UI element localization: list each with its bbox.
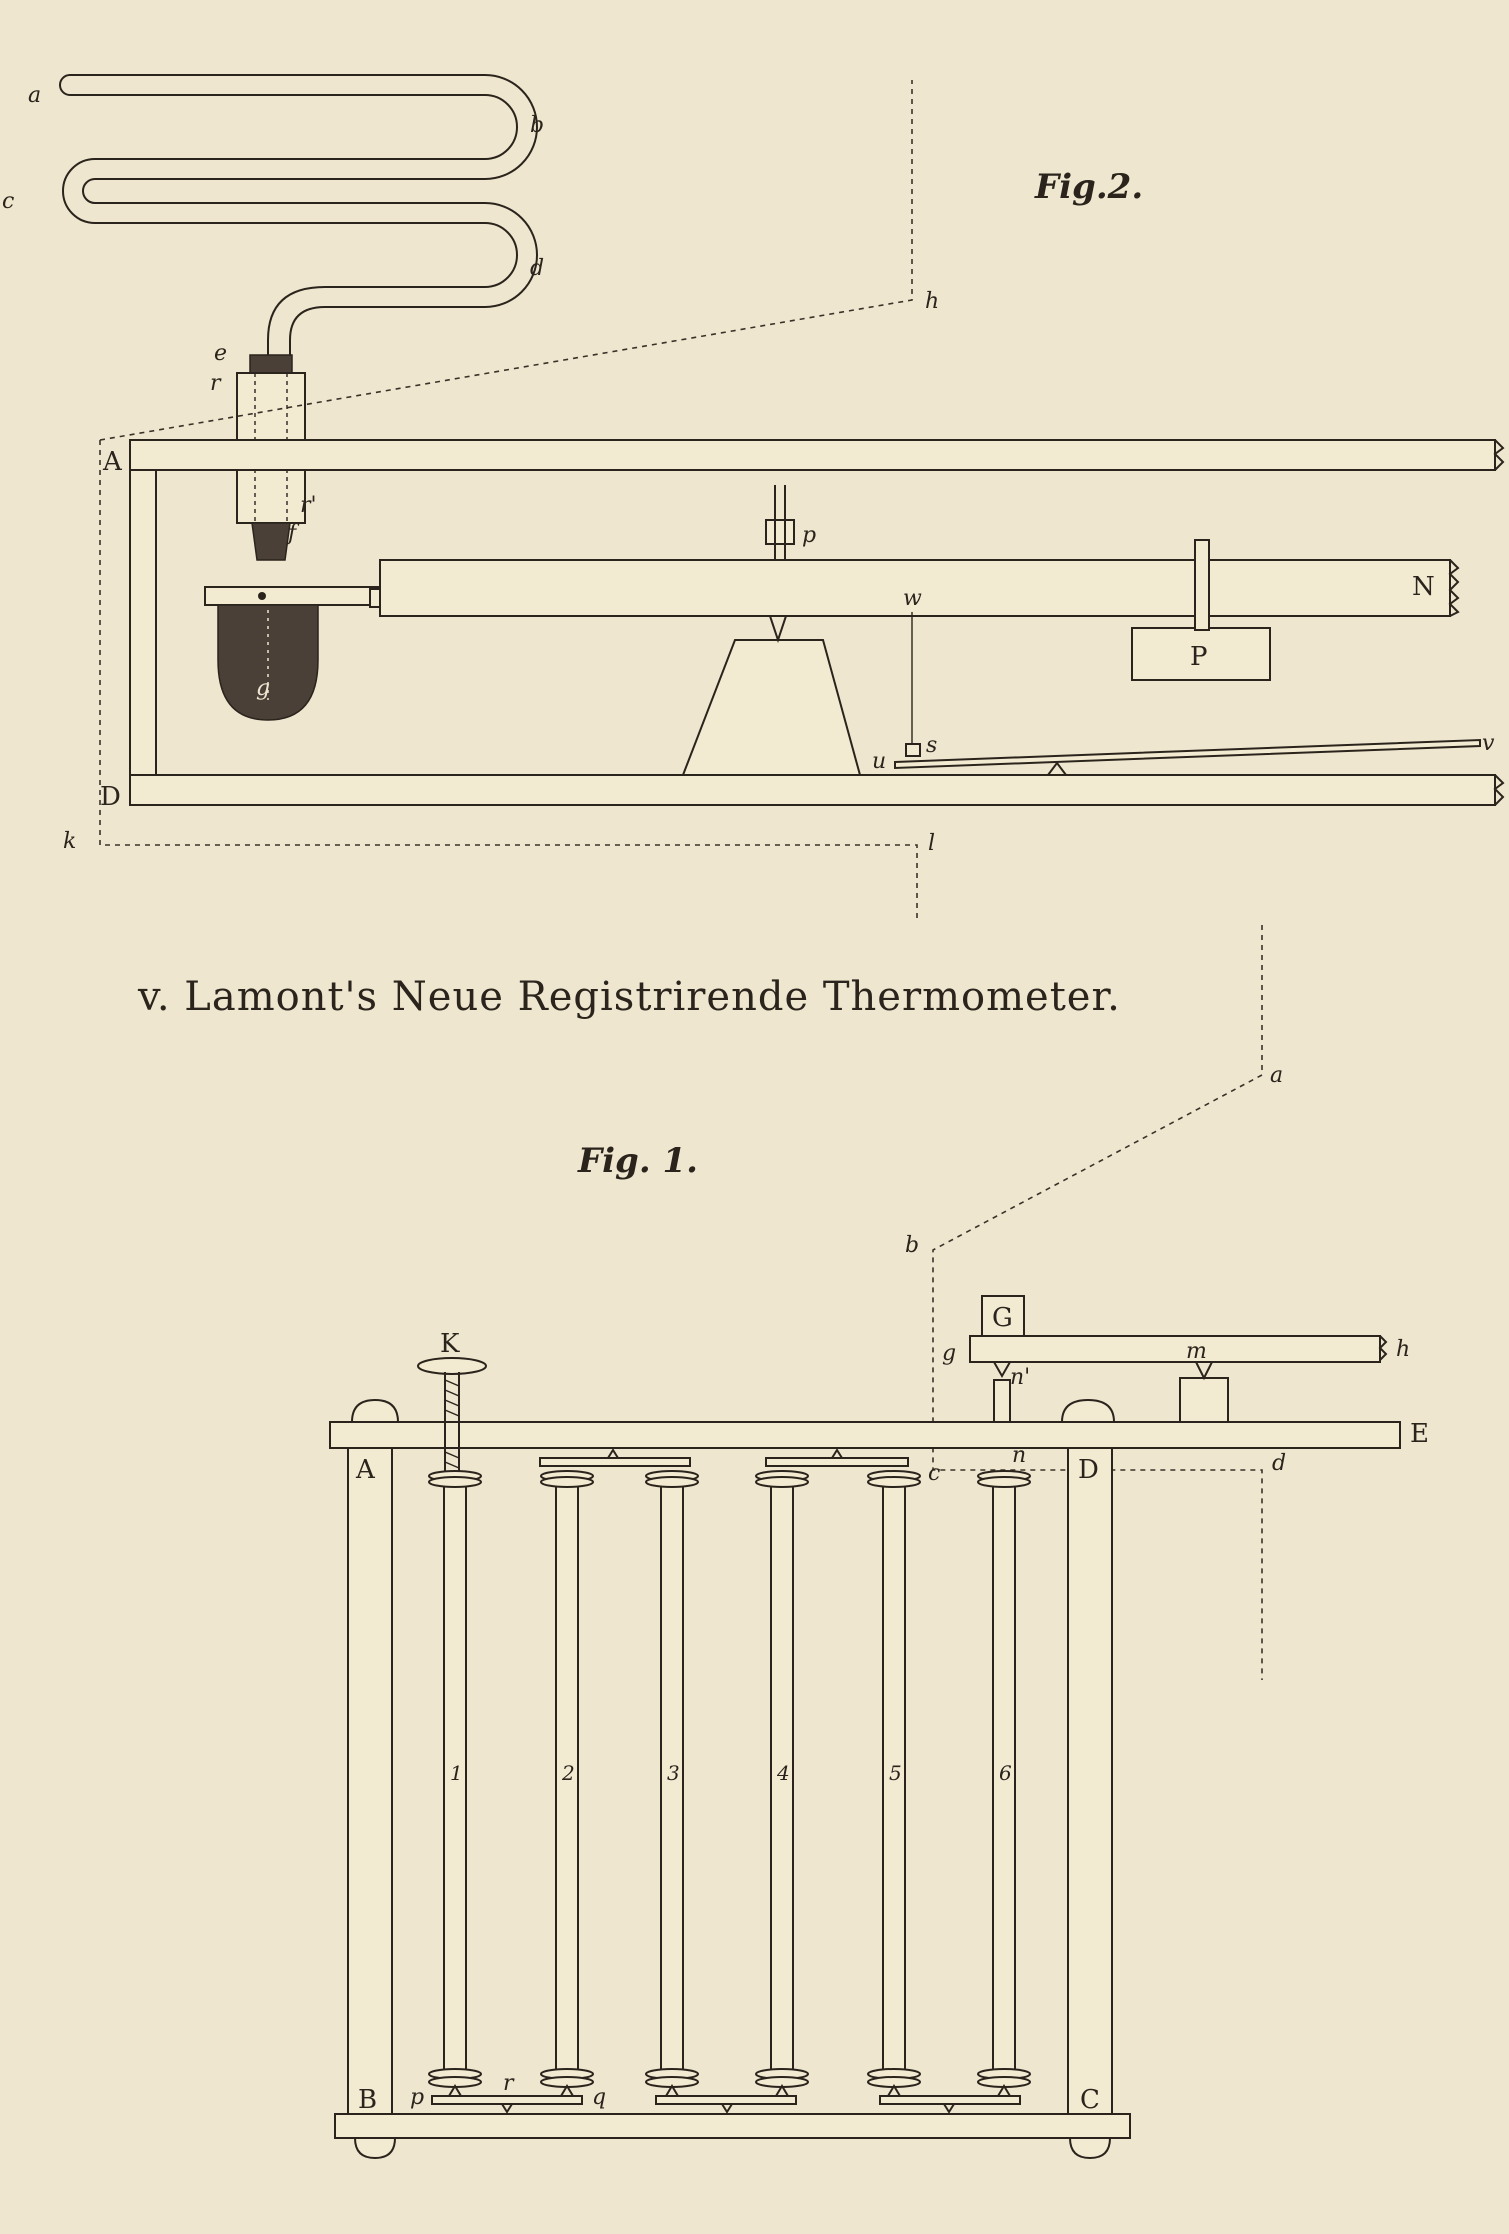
- fig2-label-w: w: [903, 586, 922, 611]
- fig2-label-d: d: [530, 256, 544, 281]
- fig2-coiled-tube: [70, 74, 538, 362]
- fig2-bottom-rail: [129, 774, 1496, 806]
- fig1-tube-6: 6: [977, 1470, 1031, 2097]
- fig1-tube-number: 4: [776, 1761, 790, 1785]
- fig2-label-l: l: [928, 831, 935, 856]
- fig1-label-A: A: [355, 1455, 376, 1485]
- fig2-label-r: r: [210, 371, 222, 396]
- fig2-seal-band: [249, 354, 293, 374]
- fig2-top-rail: [129, 439, 1496, 471]
- fig2-label-D: D: [100, 782, 121, 812]
- fig2-label-v: v: [1482, 731, 1495, 756]
- fig1-label-p: p: [410, 2085, 424, 2110]
- fig1-label-r: r: [503, 2071, 515, 2096]
- fig1-tube-3: 3: [645, 1470, 699, 2097]
- fig1-label-B: B: [358, 2085, 377, 2115]
- fig1-tubes: 1 2 3 4 5 6: [428, 1470, 1031, 2097]
- fig2-label-N: N: [1412, 572, 1435, 602]
- fig1-label-h: h: [1396, 1337, 1410, 1362]
- fig1-lever-h: [969, 1335, 1381, 1363]
- fig2-label-h: h: [925, 289, 939, 314]
- fig2-bulb: [217, 604, 319, 721]
- fig1-tube-number: 3: [667, 1761, 680, 1785]
- fig2-weight-P: [1131, 627, 1271, 681]
- fig1-label-n-prime: n': [1010, 1365, 1030, 1390]
- fig2-pointer: [894, 738, 1481, 770]
- fig2-label-e: e: [214, 341, 227, 366]
- fig1-label-G: G: [992, 1303, 1013, 1333]
- fig2-label-u: u: [872, 749, 886, 774]
- fig1-label-b: b: [905, 1233, 919, 1258]
- fig1-label-K: K: [440, 1329, 460, 1359]
- fig1-weight-G: [981, 1295, 1025, 1337]
- fig1-enclosure-dashed: [932, 925, 1263, 1680]
- fig2-label-s: s: [926, 733, 937, 758]
- fig1-tube-number: 5: [889, 1761, 902, 1785]
- fig1-label-m: m: [1186, 1339, 1207, 1364]
- fig1-post-A-B: [347, 1447, 393, 2115]
- fig1-label-d: d: [1272, 1451, 1286, 1476]
- fig1-label-C: C: [1080, 2085, 1100, 2115]
- fig1-tube-number: 1: [450, 1761, 463, 1785]
- fig2-left-post: [129, 469, 157, 776]
- fig1-caption: Fig. 1.: [577, 1141, 698, 1181]
- fig2-label-b: b: [530, 113, 544, 138]
- fig1-bottom-bar: [334, 2113, 1131, 2139]
- fig2-caption: Fig.2.: [1034, 167, 1143, 207]
- fig1-label-a: a: [1270, 1063, 1283, 1088]
- fig1-tube-4: 4: [755, 1470, 809, 2097]
- fig1-tube-number: 2: [561, 1761, 575, 1785]
- plate-title: v. Lamont's Neue Registrirende Thermomet…: [137, 974, 1121, 1020]
- fig2-label-r-prime: r': [300, 493, 317, 518]
- fig1-label-n: n: [1012, 1443, 1026, 1468]
- fig2-label-A: A: [102, 447, 123, 477]
- fig2-lever-N: [379, 559, 1451, 617]
- fig2-label-c: c: [2, 189, 14, 214]
- fig1-label-q: q: [592, 2085, 606, 2110]
- fig1-tube-2: 2: [540, 1470, 594, 2097]
- fig1-top-bar-E: [329, 1421, 1401, 1449]
- fig2-fulcrum: [681, 639, 862, 776]
- fig2-neck: [251, 522, 291, 561]
- fig2-coiled-tube-inner: [62, 94, 518, 362]
- fig2-label-k: k: [63, 829, 76, 854]
- fig1-diagram: Fig. 1.: [329, 925, 1429, 2160]
- fig2-diagram: a b c d e r r' f g h k l p w s u v A D N…: [2, 74, 1505, 920]
- fig1-label-c: c: [928, 1461, 940, 1486]
- fig1-post-D-C: [1067, 1447, 1113, 2115]
- fig1-label-D: D: [1078, 1455, 1099, 1485]
- fig1-screw-head-K: [417, 1357, 487, 1375]
- fig1-tube-5: 5: [867, 1470, 921, 2097]
- fig2-label-g: g: [256, 676, 270, 701]
- fig1-label-E: E: [1410, 1419, 1429, 1449]
- fig2-enclosure-dashed: [99, 440, 918, 920]
- fig2-label-p: p: [802, 523, 816, 548]
- fig2-label-P: P: [1190, 642, 1208, 672]
- fig2-clamp-bar: [204, 586, 396, 606]
- fig1-support-m: [1179, 1377, 1229, 1423]
- fig2-weight-p: [765, 519, 795, 545]
- fig1-label-g: g: [942, 1341, 956, 1366]
- fig1-tube-number: 6: [999, 1761, 1012, 1785]
- fig1-tube-1: 1: [428, 1470, 482, 2097]
- fig2-label-a: a: [28, 83, 41, 108]
